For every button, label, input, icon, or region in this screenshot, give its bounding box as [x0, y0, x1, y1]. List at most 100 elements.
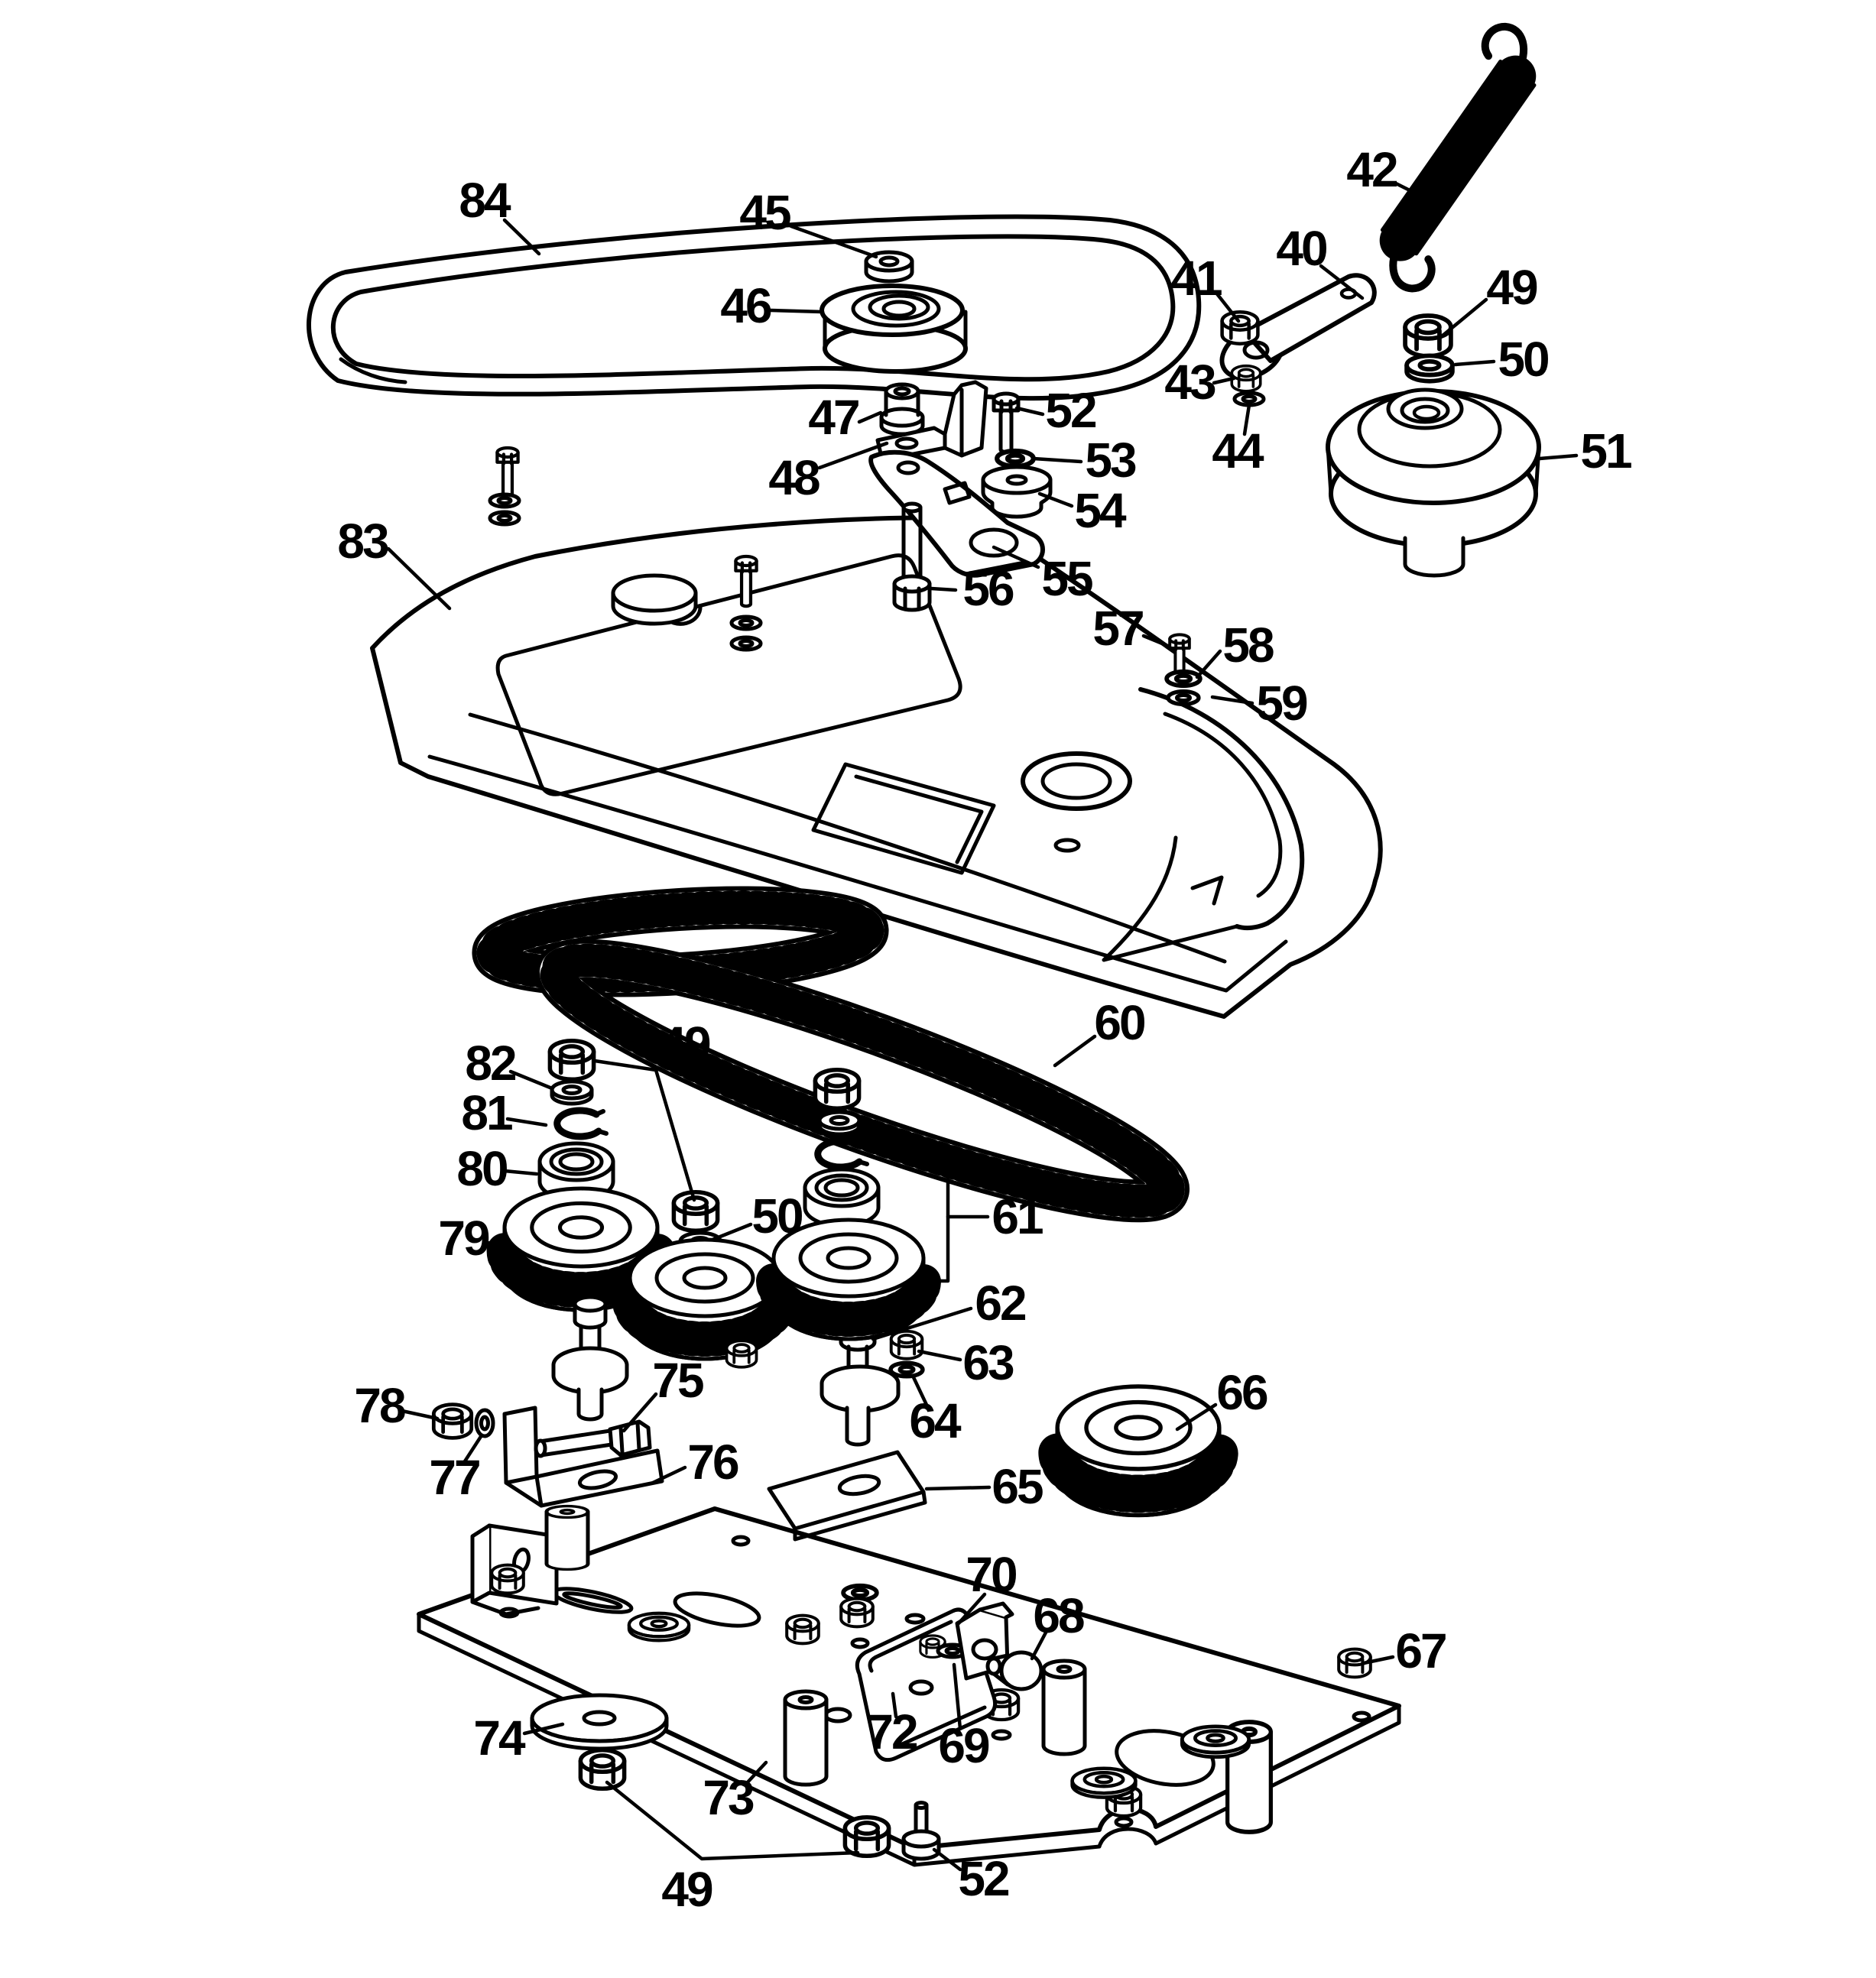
- leader-line-42: [1394, 181, 1429, 201]
- leader-line-75: [622, 1392, 658, 1433]
- leader-line-77: [463, 1433, 484, 1464]
- leader-line-58: [1195, 649, 1222, 679]
- callout-66: 66: [1175, 1365, 1270, 1432]
- cover-83: [370, 448, 1383, 1019]
- snap-ring-81: [557, 1111, 606, 1137]
- washer-58: [1167, 672, 1200, 686]
- callout-label-64: 64: [909, 1393, 962, 1448]
- callout-label-60: 60: [1094, 995, 1144, 1050]
- callout-label-69: 69: [938, 1718, 989, 1773]
- callout-52: 52: [932, 1847, 1011, 1906]
- callout-62: 62: [871, 1276, 1028, 1341]
- callout-label-78: 78: [354, 1378, 405, 1433]
- callout-label-44: 44: [1212, 423, 1264, 478]
- callout-50: 50: [1453, 332, 1550, 387]
- callout-40: 40: [1276, 221, 1365, 300]
- callout-label-63: 63: [962, 1335, 1014, 1390]
- callout-label-57: 57: [1092, 601, 1143, 656]
- callout-label-59: 59: [1256, 676, 1307, 731]
- plate-73-holes: [498, 1535, 1371, 1828]
- leader-line-41: [1213, 290, 1241, 323]
- callout-58: 58: [1195, 618, 1276, 679]
- callout-label-73: 73: [703, 1770, 754, 1825]
- callout-51: 51: [1537, 423, 1634, 478]
- callout-49: 49: [592, 1017, 712, 1202]
- leader-line-80: [502, 1169, 539, 1176]
- callout-83: 83: [337, 514, 452, 611]
- pin-68: [985, 1650, 1043, 1691]
- leader-line-50: [710, 1222, 753, 1242]
- leader-line-76: [651, 1465, 687, 1485]
- callout-61: 61: [912, 1153, 1045, 1283]
- washer-77: [474, 1408, 495, 1438]
- callout-label-61: 61: [992, 1189, 1043, 1244]
- callout-57: 57: [1092, 601, 1172, 656]
- callout-label-41: 41: [1170, 251, 1222, 306]
- leader-line-40: [1319, 264, 1365, 300]
- bolt-75: [534, 1419, 652, 1458]
- leader-line-44: [1242, 403, 1251, 436]
- bolt-52-bottom: [901, 1801, 941, 1861]
- locknut-49-bottom-left: [580, 1750, 624, 1789]
- callout-44: 44: [1212, 403, 1267, 478]
- leader-line-48: [817, 441, 889, 470]
- callout-46: 46: [720, 278, 825, 333]
- standoff-left: [547, 1506, 588, 1570]
- washer-44: [1235, 393, 1264, 405]
- callout-label-54: 54: [1074, 483, 1127, 538]
- callout-label-53: 53: [1085, 433, 1136, 488]
- callout-label-40: 40: [1276, 221, 1326, 276]
- callout-52: 52: [1014, 383, 1099, 438]
- callout-label-77: 77: [429, 1450, 479, 1505]
- callout-label-72: 72: [866, 1704, 917, 1759]
- leader-line-56: [929, 586, 958, 592]
- locknut-49-left: [550, 1041, 593, 1080]
- nut-43: [1232, 366, 1260, 391]
- plate-65: [767, 1450, 927, 1542]
- nut-78: [433, 1405, 471, 1438]
- callout-label-50: 50: [751, 1188, 802, 1244]
- callout-60: 60: [1053, 995, 1147, 1068]
- callout-label-46: 46: [720, 278, 771, 333]
- callout-label-65: 65: [992, 1459, 1043, 1514]
- nut-63: [891, 1331, 923, 1359]
- stack-left: [505, 1041, 657, 1422]
- cover-oval-ring: [1021, 751, 1132, 811]
- leader-line-45: [789, 224, 878, 259]
- callout-84: 84: [459, 173, 541, 256]
- leader-line-54: [1037, 491, 1074, 508]
- callout-64: 64: [909, 1373, 964, 1448]
- callout-label-47: 47: [808, 390, 858, 445]
- callout-label-52: 52: [958, 1851, 1009, 1906]
- callout-label-58: 58: [1222, 618, 1274, 673]
- callout-41: 41: [1170, 251, 1241, 323]
- callout-label-68: 68: [1033, 1588, 1084, 1643]
- washer-82: [552, 1081, 592, 1104]
- washer-59: [1168, 692, 1199, 705]
- callout-77: 77: [429, 1433, 484, 1505]
- spindle-left: [551, 1295, 629, 1422]
- grommet-54: [981, 465, 1053, 519]
- nut-small: [727, 1341, 757, 1367]
- callout-42: 42: [1346, 142, 1429, 201]
- callout-label-42: 42: [1346, 142, 1397, 197]
- callout-49: 49: [605, 1780, 860, 1917]
- leader-line-49: [605, 1780, 860, 1861]
- callout-label-56: 56: [962, 561, 1014, 616]
- callout-label-55: 55: [1041, 551, 1092, 606]
- callout-label-43: 43: [1164, 355, 1216, 410]
- leader-line-74: [522, 1722, 565, 1736]
- callout-53: 53: [1031, 433, 1138, 488]
- leader-line-72: [891, 1691, 898, 1719]
- callout-label-66: 66: [1216, 1365, 1267, 1420]
- bracket-71: [470, 1523, 559, 1616]
- washer-74: [530, 1693, 669, 1751]
- callout-54: 54: [1037, 483, 1129, 538]
- callout-79: 79: [438, 1211, 513, 1266]
- v-belt-84: [306, 214, 1202, 401]
- callout-label-81: 81: [461, 1085, 512, 1140]
- cover-cutout: [811, 762, 1081, 875]
- leader-line-53: [1031, 456, 1083, 464]
